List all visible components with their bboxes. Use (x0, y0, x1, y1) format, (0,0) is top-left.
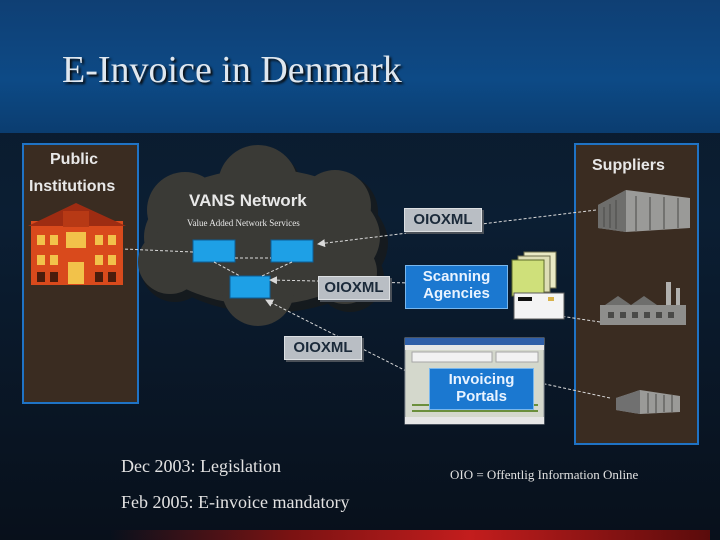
scanning-agencies-label: Scanning Agencies (405, 265, 508, 309)
vans-network-title: VANS Network (189, 191, 307, 210)
factory-icon (600, 282, 686, 325)
invoicing-portals-label: Invoicing Portals (429, 368, 534, 410)
mandatory-note: Feb 2005: E-invoice mandatory (121, 492, 350, 512)
arrow-supplier-bottom (544, 383, 611, 399)
oioxml-label-top: OIOXML (404, 208, 482, 232)
invoicing-label-line1: Invoicing (448, 371, 515, 388)
vans-network-subtitle: Value Added Network Services (187, 218, 300, 228)
page-title: E-Invoice in Denmark (62, 49, 402, 91)
oioxml-label-lower: OIOXML (284, 336, 362, 360)
agencies-label-line2: Agencies (423, 285, 490, 302)
scanning-label-line1: Scanning (422, 268, 491, 285)
institutions-label-line2: Institutions (29, 178, 116, 195)
legislation-note: Dec 2003: Legislation (121, 456, 281, 476)
vans-node-right (270, 239, 314, 263)
scanner-icon (513, 292, 565, 320)
vans-node-left (192, 239, 236, 263)
document-stack-icon (511, 251, 557, 297)
vans-node-bottom (229, 275, 271, 299)
office-building-icon (598, 190, 690, 232)
public-label-line1: Public (50, 151, 99, 168)
title-band (0, 0, 720, 133)
portals-label-line2: Portals (456, 388, 507, 405)
oioxml-label-middle: OIOXML (318, 276, 390, 300)
bottom-accent-bar (110, 530, 710, 540)
oio-definition-note: OIO = Offentlig Information Online (450, 467, 639, 482)
public-building-icon (28, 203, 126, 285)
warehouse-icon (616, 390, 680, 414)
suppliers-label: Suppliers (592, 157, 665, 174)
vans-cloud (138, 145, 380, 326)
